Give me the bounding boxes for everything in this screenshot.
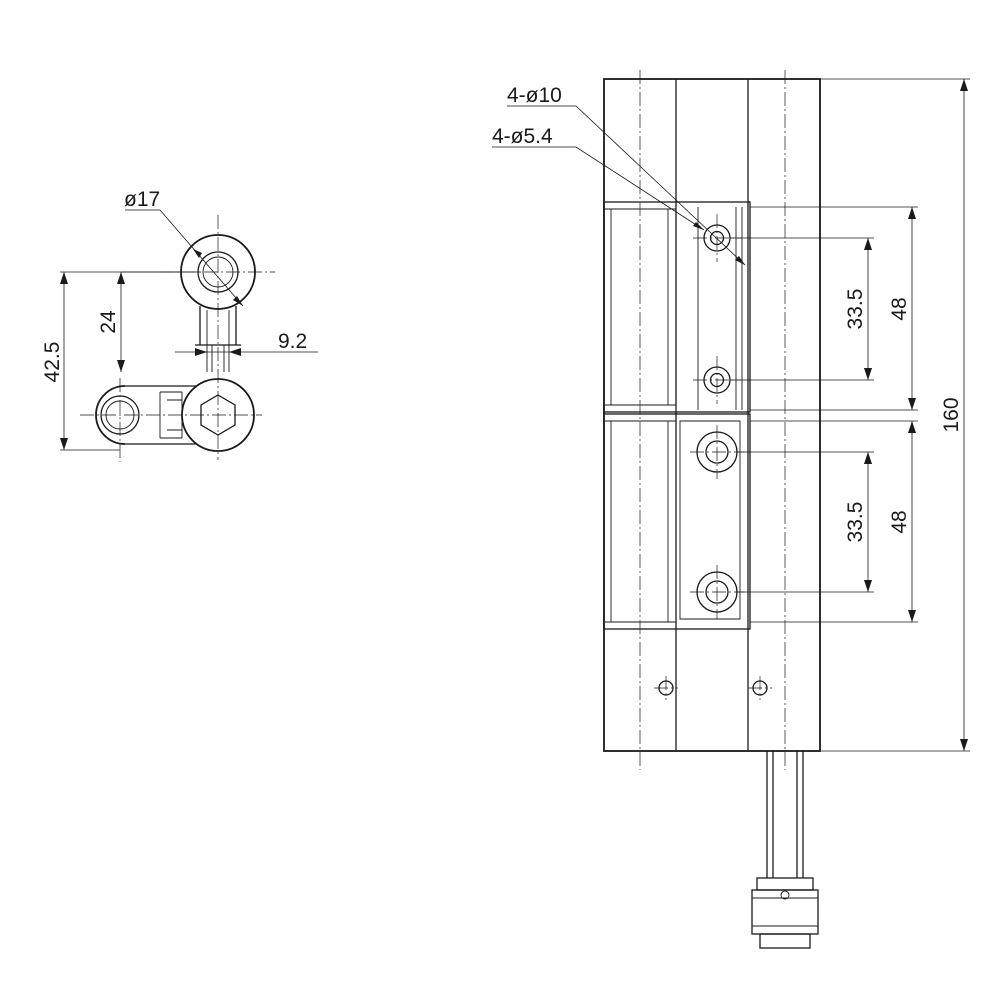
upper-hole-pitch-label: 33.5 [844, 289, 867, 330]
lower-leaf-height-label: 48 [888, 510, 911, 533]
lower-hole-pitch-label: 33.5 [844, 502, 867, 543]
slot-width-label: 9.2 [278, 330, 307, 353]
front-view: 4-ø10 4-ø5.4 33.5 48 33.5 48 [492, 70, 970, 949]
pin-diameter-label: ø17 [124, 188, 160, 211]
small-holes-label: 4-ø5.4 [492, 125, 553, 148]
side-view: ø17 24 42.5 9.2 [41, 188, 318, 462]
overall-length-label: 160 [940, 397, 963, 432]
leaf-height-label: 24 [97, 310, 120, 334]
upper-leaf-height-label: 48 [888, 297, 911, 320]
large-holes-label: 4-ø10 [507, 84, 562, 107]
overall-height-label: 42.5 [41, 342, 64, 383]
